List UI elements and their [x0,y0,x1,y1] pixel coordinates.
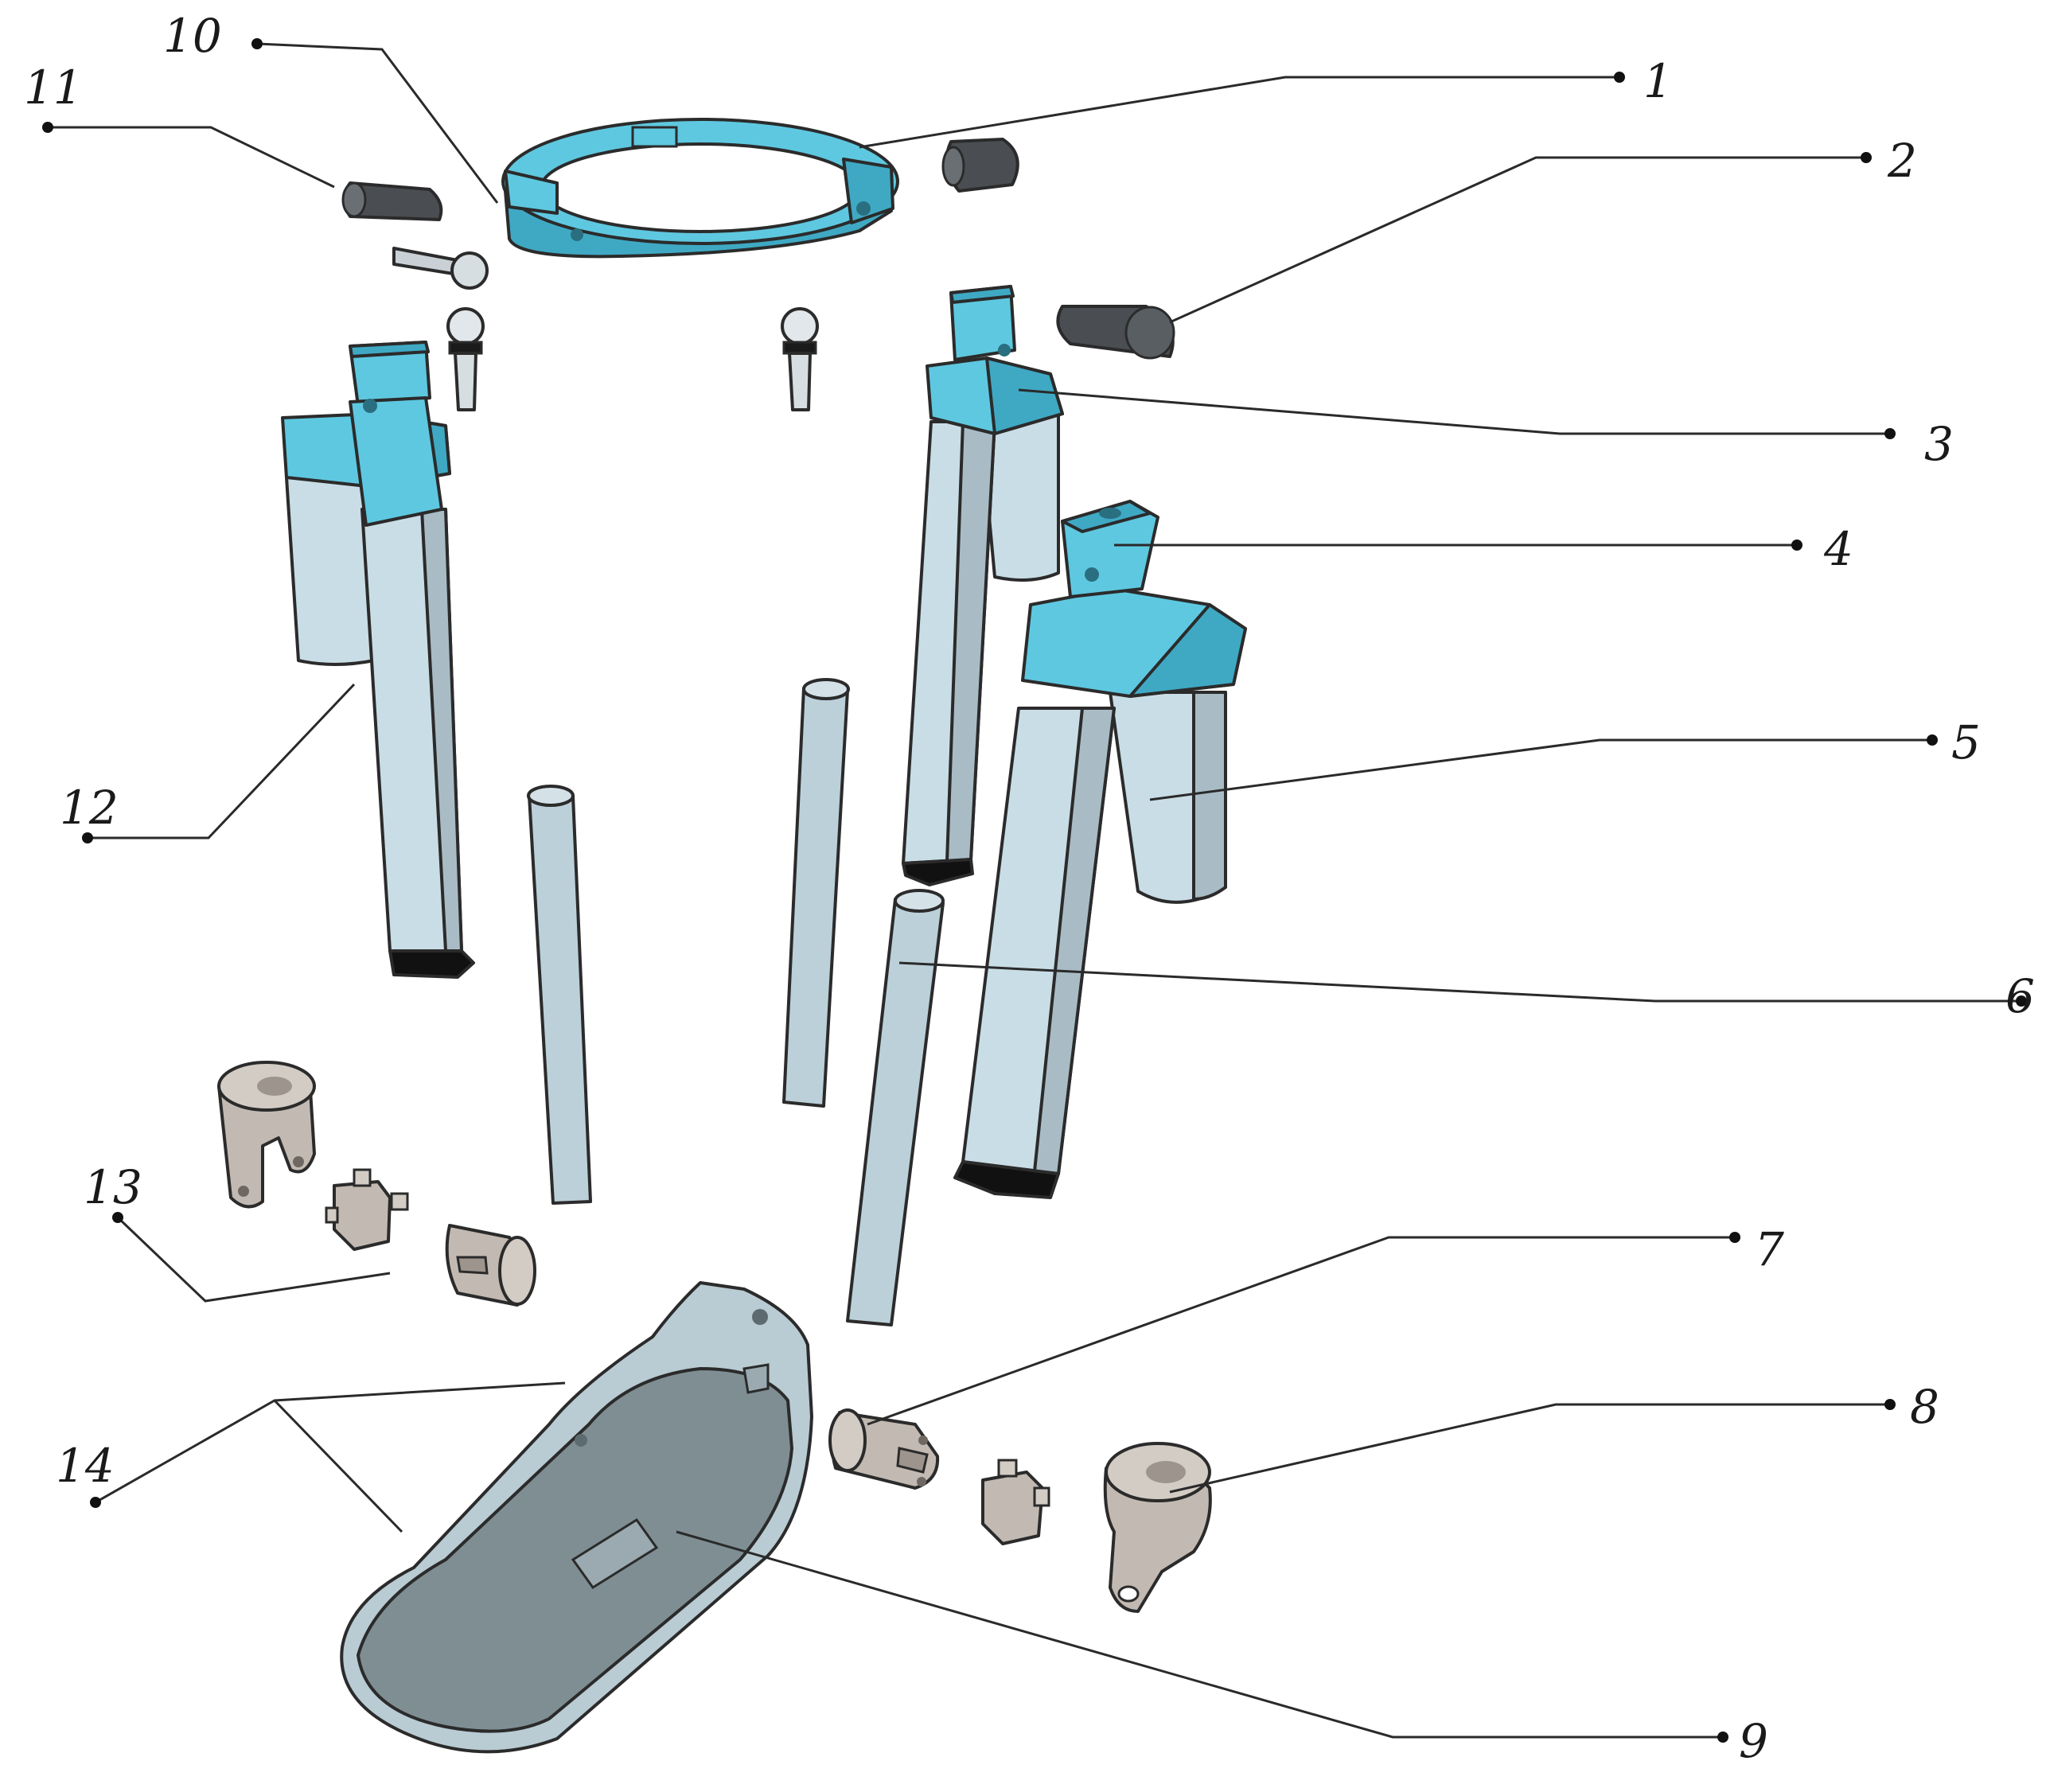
leader-1 [859,76,1619,149]
clevis-right [828,1408,940,1490]
actuator-right-rear [902,285,1064,886]
callout-12: 12 [60,781,119,835]
leader-7 [867,1236,1735,1426]
callout-8: 8 [1910,1380,1939,1434]
clamp-ring [501,118,899,259]
ball-stud-right [781,307,819,411]
rod-center [782,678,850,1108]
leader-14 [95,1381,566,1533]
callout-10: 10 [163,9,222,63]
pin-left [392,247,489,290]
leader-2 [1169,156,1866,324]
foot-base [340,1281,813,1754]
callout-2: 2 [1887,134,1917,188]
callout-1: 1 [1643,54,1673,108]
rod-left [527,785,592,1205]
yoke-right [1103,1442,1212,1613]
leader-13 [116,1216,391,1303]
leader-11 [48,126,335,189]
dark-plug-top-right [941,138,1019,193]
leader-3 [1018,388,1890,435]
callout-7: 7 [1755,1222,1784,1276]
callout-numbers: 1 2 3 4 5 6 7 8 9 10 11 12 13 14 [24,9,2035,1768]
leader-lines [42,38,2027,1743]
rod-front [846,889,945,1326]
ball-stud-left [446,307,485,411]
callout-4: 4 [1823,522,1853,576]
callout-9: 9 [1739,1714,1768,1768]
leader-10 [256,42,499,204]
leader-6 [898,961,2021,1003]
dark-plug-right [1056,305,1175,360]
leader-12 [88,683,356,840]
dark-plug-left [341,181,443,221]
callout-3: 3 [1924,417,1954,471]
leader-9 [676,1530,1723,1739]
yoke-left [217,1061,316,1209]
cross-block-left [325,1168,409,1251]
clevis-left [445,1224,536,1307]
callout-6: 6 [2005,969,2035,1023]
leader-8 [1169,1403,1890,1494]
actuator-left [281,341,475,979]
leader-5 [1149,738,1932,801]
cross-block-right [981,1459,1050,1545]
callout-13: 13 [84,1160,142,1214]
callout-11: 11 [24,60,83,115]
actuator-front [953,500,1247,1199]
callout-5: 5 [1951,715,1981,769]
callout-14: 14 [56,1439,115,1493]
